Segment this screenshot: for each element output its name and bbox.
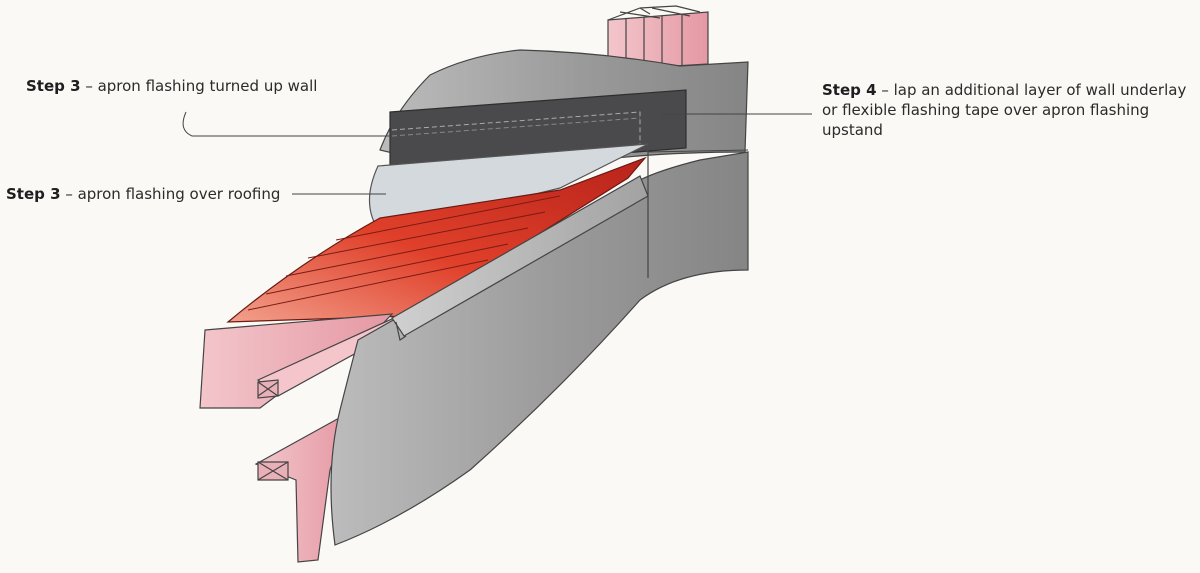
label-step3-apron-flashing-turned-up-wall: Step 3 – apron flashing turned up wall [26,76,317,96]
label-step4-lap-wall-underlay: Step 4 – lap an additional layer of wall… [822,80,1186,140]
leader-line-step3-wall [182,111,392,137]
label-step3-apron-flashing-over-roofing: Step 3 – apron flashing over roofing [6,184,280,204]
step-description-line1: – lap an additional layer of wall underl… [876,81,1187,99]
step-description-line3: upstand [822,121,883,139]
step-description: – apron flashing turned up wall [80,77,318,95]
step-number: Step 4 [822,81,877,99]
step-description: – apron flashing over roofing [60,185,281,203]
step-number: Step 3 [26,77,81,95]
roofing-corrugations [247,195,561,311]
flashing-upstand-dashed-edge [391,111,641,150]
wall-cladding-lower [330,151,749,546]
step-number: Step 3 [6,185,61,203]
step-description-line2: or flexible flashing tape over apron fla… [822,101,1150,119]
